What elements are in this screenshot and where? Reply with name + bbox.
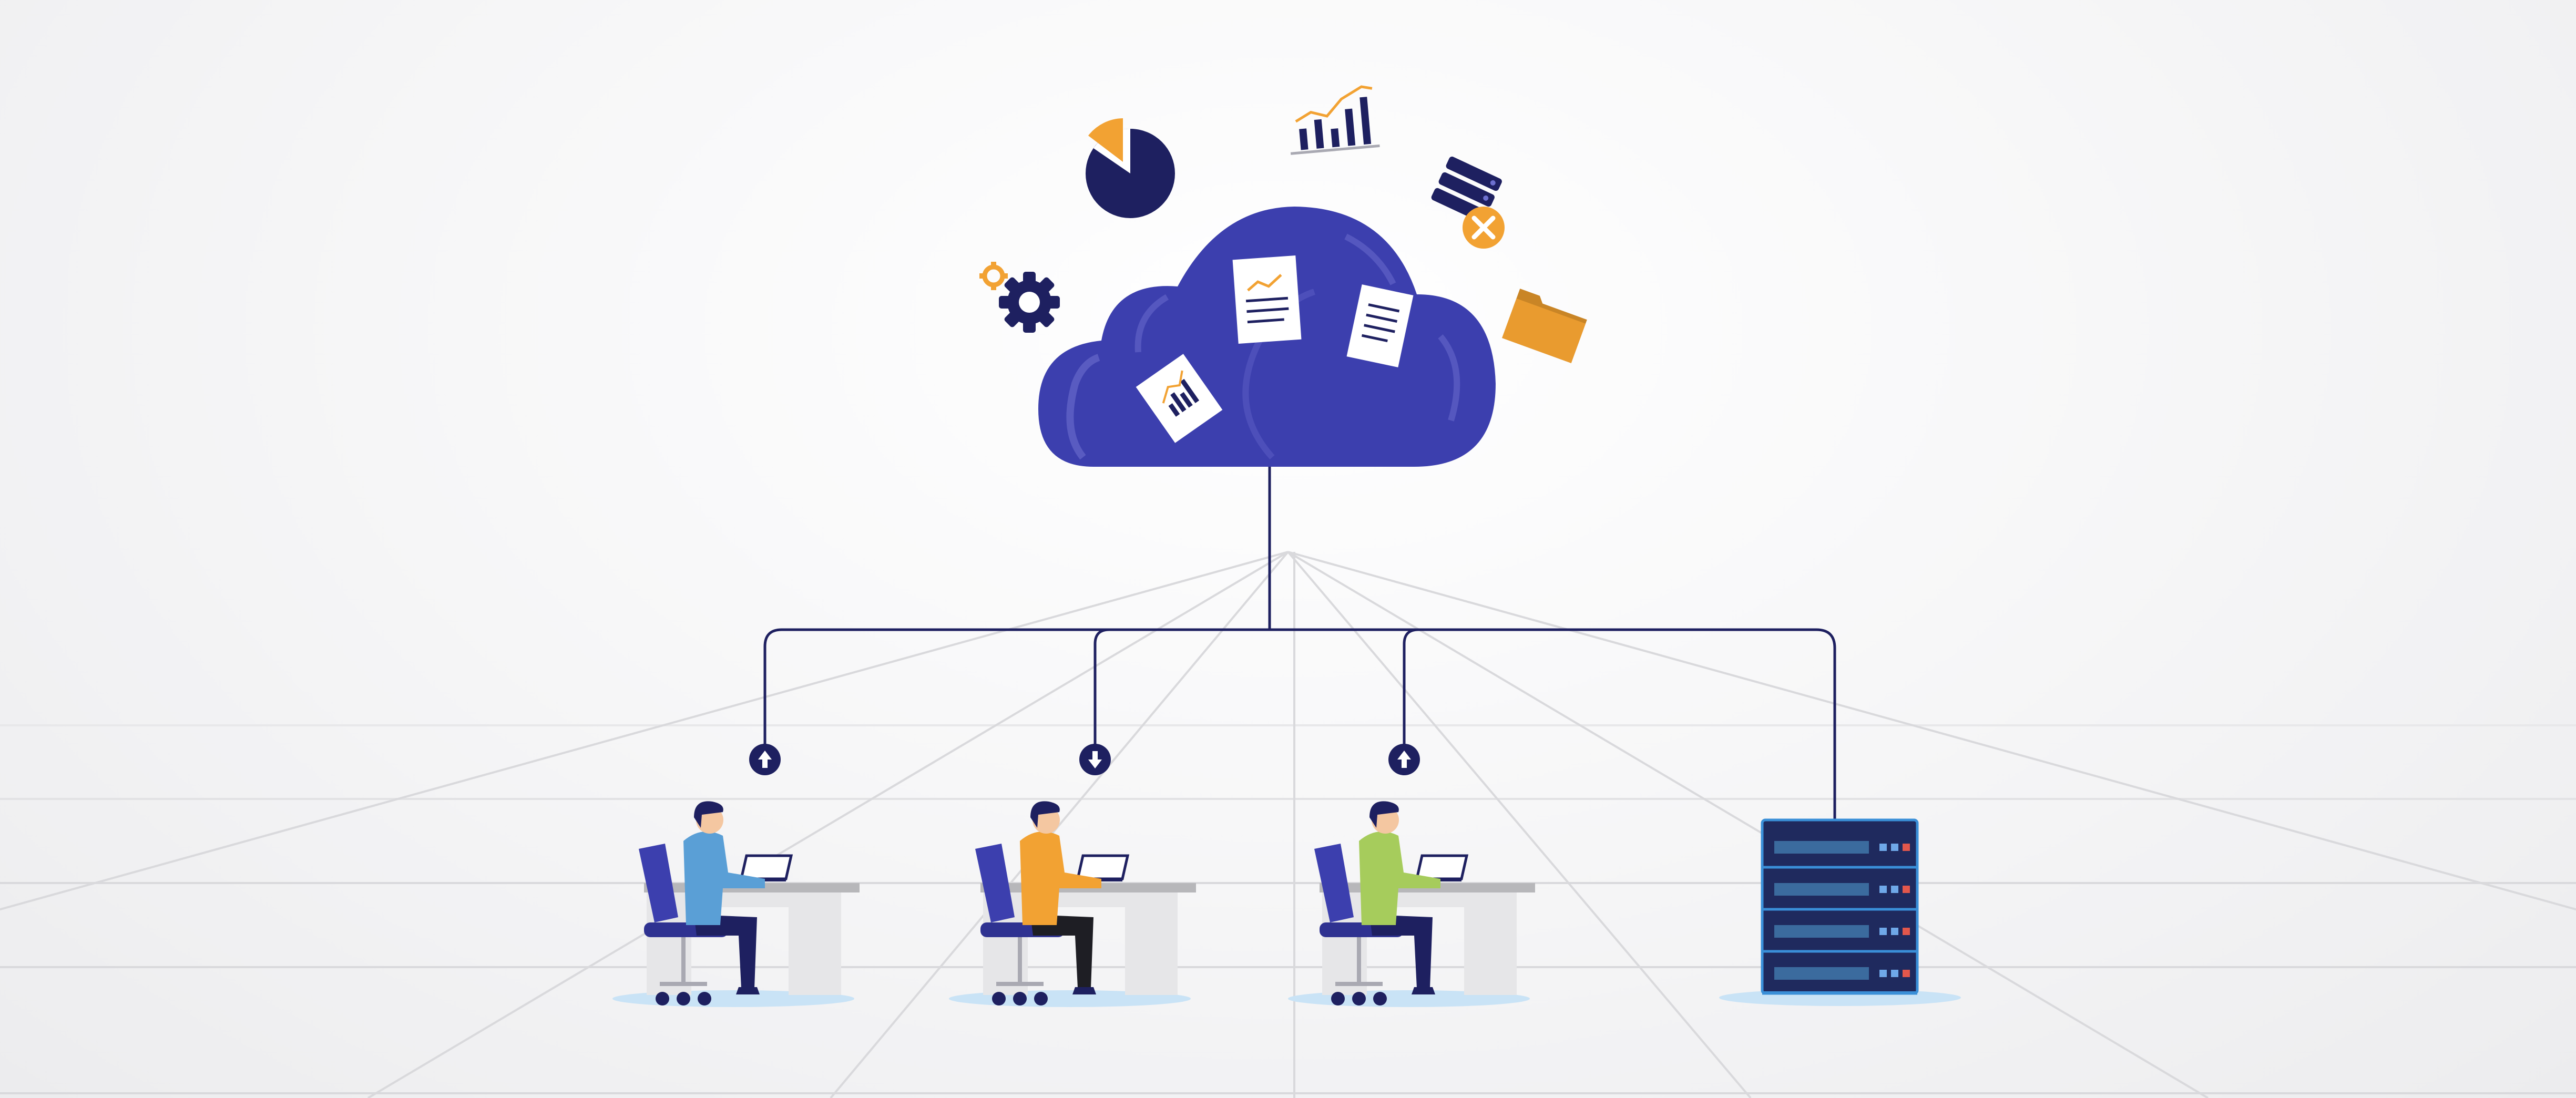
folder-icon (1502, 289, 1587, 363)
server-unit (1762, 841, 1917, 869)
document-icon (1136, 354, 1223, 443)
floor-grid (0, 551, 2576, 1098)
branch-line-3 (1403, 628, 1419, 747)
office-chair (639, 844, 678, 922)
person (683, 801, 765, 994)
bus-line (763, 628, 1836, 823)
workstation (949, 801, 1196, 1007)
server-unit (1762, 925, 1917, 953)
person (1020, 801, 1101, 994)
office-chair (1314, 844, 1354, 922)
gear-icon (999, 272, 1060, 333)
download-arrow-icon (1079, 744, 1111, 775)
branch-line-2 (1093, 628, 1110, 747)
workstation (1288, 801, 1535, 1007)
upload-arrow-icon (749, 744, 781, 775)
workstations (612, 801, 1535, 1007)
upload-arrow-icon (1388, 744, 1420, 775)
workstation (612, 801, 860, 1007)
connection-lines (763, 465, 1836, 823)
gear-icon (979, 262, 1008, 290)
document-icon (1232, 255, 1302, 344)
server-rack-icon (1719, 818, 1961, 1006)
bar-chart-icon (1290, 85, 1380, 155)
pie-chart-icon (1086, 118, 1175, 218)
person (1359, 801, 1440, 994)
office-chair (975, 844, 1015, 922)
document-icon (1346, 284, 1414, 367)
server-unit (1762, 883, 1917, 911)
wrench-icon (1463, 207, 1505, 249)
